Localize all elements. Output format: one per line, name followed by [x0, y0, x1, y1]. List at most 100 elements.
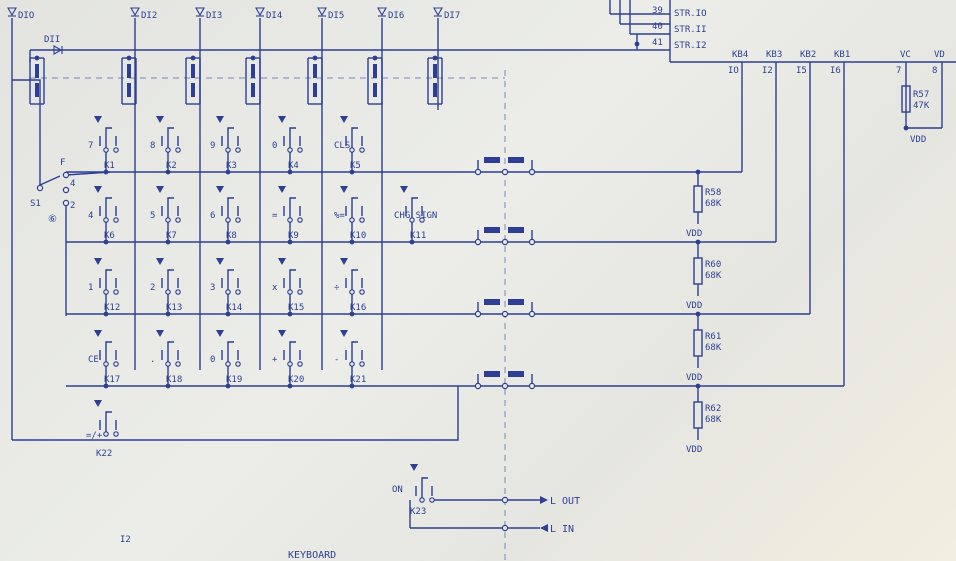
pulldown-resistor-icon — [693, 401, 703, 429]
key-k22-switch-contact — [113, 431, 119, 437]
key-k6-switch-contact — [113, 217, 119, 223]
bypass-capacitor-icon-lower — [313, 83, 317, 97]
key-k17-switch-contact — [113, 361, 119, 367]
key-k17-switch-lever — [99, 341, 117, 362]
vdd-label-r57: VDD — [910, 135, 926, 145]
key-legend: ON — [392, 485, 403, 495]
top-diode-label: DI4 — [266, 11, 282, 21]
key-k2-switch-contact — [175, 147, 181, 153]
top-diode-icon — [377, 7, 387, 17]
key-k4-switch-lever — [283, 127, 301, 148]
key-marker-icon — [340, 258, 348, 265]
key-marker-icon — [156, 186, 164, 193]
kb-label: KB2 — [800, 50, 816, 60]
junction — [695, 383, 701, 389]
key-k8-switch-contact — [235, 217, 241, 223]
terminal — [528, 310, 536, 318]
key-k9-switch-lever — [283, 197, 301, 218]
key-k20-switch — [283, 341, 303, 367]
d11-diode-icon — [53, 45, 63, 55]
junction — [349, 311, 355, 317]
key-id-label: K8 — [226, 231, 237, 241]
s1-pos-4: 4 — [70, 179, 75, 189]
key-id-label: K10 — [350, 231, 366, 241]
key-k19-switch-contact — [235, 361, 241, 367]
key-k7-switch — [161, 197, 181, 223]
key-k10-switch-contact — [349, 217, 355, 223]
vdd-label: VDD — [686, 373, 702, 383]
top-diode-label: DI3 — [206, 11, 222, 21]
key-k21-switch — [345, 341, 365, 367]
row-filter-capacitor-icon-2 — [508, 227, 524, 233]
terminal — [36, 184, 44, 192]
bypass-capacitor-icon-lower — [35, 83, 39, 97]
key-k1-switch-contact — [113, 147, 119, 153]
key-k7-switch-contact — [175, 217, 181, 223]
top-diode-icon — [130, 7, 140, 17]
key-k17-switch — [99, 341, 119, 367]
bypass-capacitor-icon — [251, 64, 255, 78]
row-filter-capacitor-icon — [484, 227, 500, 233]
key-k7-switch-contact — [165, 217, 171, 223]
key-legend: 8 — [150, 141, 155, 151]
key-legend: - — [334, 355, 339, 365]
bypass-capacitor-icon — [373, 64, 377, 78]
key-marker-icon — [216, 258, 224, 265]
top-diode-icon — [255, 7, 265, 17]
key-k20-switch-contact — [297, 361, 303, 367]
key-k5-switch-lever — [345, 127, 363, 148]
key-k20-switch-lever — [283, 341, 301, 362]
terminal — [474, 168, 482, 176]
key-k8-switch-contact — [225, 217, 231, 223]
key-k6-switch-contact — [103, 217, 109, 223]
bypass-capacitor-icon-lower — [373, 83, 377, 97]
vdd-label: VDD — [686, 301, 702, 311]
key-k2-switch — [161, 127, 181, 153]
vc-label: VC — [900, 50, 911, 60]
key-k6-switch-lever — [99, 197, 117, 218]
junction — [349, 169, 355, 175]
key-marker-icon — [156, 116, 164, 123]
key-k11-switch-contact — [409, 217, 415, 223]
s1-wiper — [39, 175, 61, 186]
key-k12-switch — [99, 269, 119, 295]
key-k8-switch — [221, 197, 241, 223]
key-k19-switch-lever — [221, 341, 239, 362]
key-k23-switch-contact — [419, 497, 425, 503]
key-k9-switch — [283, 197, 303, 223]
kb-pin-label: I2 — [762, 66, 773, 76]
junction — [349, 239, 355, 245]
r57-resistor-icon — [901, 85, 911, 113]
key-id-label: K20 — [288, 375, 304, 385]
terminal — [501, 382, 509, 390]
junction — [634, 41, 640, 47]
key-id-label: K15 — [288, 303, 304, 313]
key-k18-switch — [161, 341, 181, 367]
key-marker-icon — [216, 116, 224, 123]
key-legend: CE — [88, 355, 99, 365]
kb-label: KB3 — [766, 50, 782, 60]
junction — [165, 169, 171, 175]
bypass-capacitor-icon — [433, 64, 437, 78]
terminal — [501, 238, 509, 246]
key-k15-switch-contact — [287, 289, 293, 295]
key-k23-switch — [415, 477, 435, 503]
key-k21-switch-lever — [345, 341, 363, 362]
key-id-label: K2 — [166, 161, 177, 171]
junction — [225, 383, 231, 389]
key-k13-switch-lever — [161, 269, 179, 290]
key-k1-switch-lever — [99, 127, 117, 148]
resistor-value: 68K — [705, 415, 722, 425]
kb-pin-label: I5 — [796, 66, 807, 76]
key-legend: + — [272, 355, 278, 365]
key-marker-icon — [278, 258, 286, 265]
junction — [250, 55, 256, 61]
r57-name: R57 — [913, 90, 929, 100]
junction — [165, 239, 171, 245]
bypass-capacitor-icon-lower — [433, 83, 437, 97]
key-k18-switch-contact — [165, 361, 171, 367]
bypass-capacitor-icon — [127, 64, 131, 78]
key-id-label: K16 — [350, 303, 366, 313]
junction — [34, 55, 40, 61]
key-marker-icon — [94, 116, 102, 123]
